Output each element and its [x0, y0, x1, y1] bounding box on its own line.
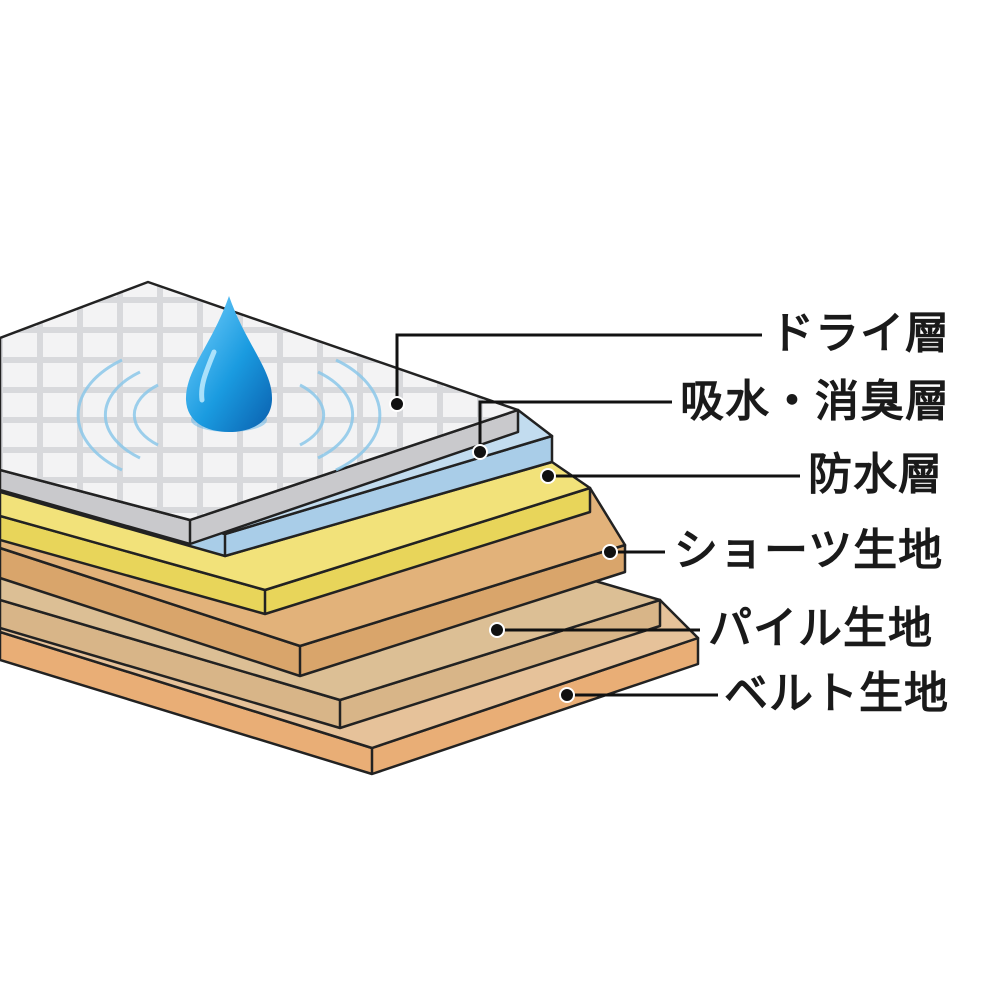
leader-lines	[395, 333, 800, 697]
label-waterproof-layer: 防水層	[808, 449, 943, 500]
leader-dry	[395, 333, 762, 404]
water-drop-icon	[185, 296, 273, 432]
leader-dots	[389, 396, 618, 703]
label-pile-fabric: パイル生地	[708, 603, 933, 654]
label-belt-fabric: ベルト生地	[724, 668, 949, 719]
leader-absorb	[478, 400, 672, 452]
label-shorts-fabric: ショーツ生地	[674, 525, 944, 576]
label-dry-layer: ドライ層	[770, 308, 950, 359]
label-absorb-deodorize-layer: 吸水・消臭層	[680, 376, 950, 427]
ripple-icon	[76, 358, 382, 472]
